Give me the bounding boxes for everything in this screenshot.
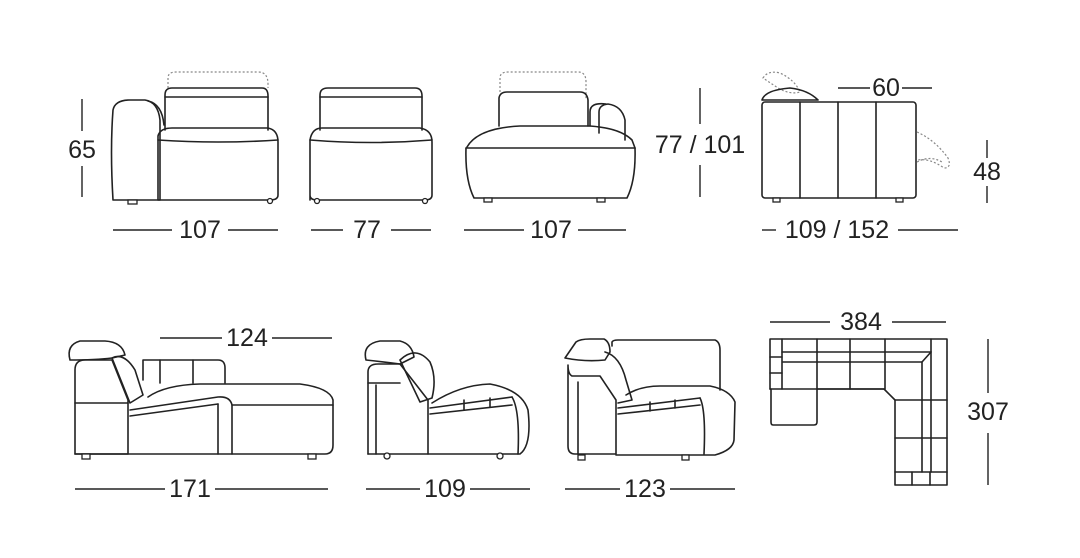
- dimension-label: 48: [973, 158, 1001, 186]
- dimension-footrest-48: 48: [973, 140, 1001, 203]
- dimension-label: 65: [68, 136, 96, 164]
- dimension-label: 109: [424, 475, 466, 503]
- layout-top-view: [769, 338, 948, 486]
- module-chaise-side: [68, 340, 334, 460]
- dimension-depth-109-152: 109 / 152: [762, 216, 958, 244]
- dimension-chaise-171: 171: [75, 475, 328, 503]
- dimension-layout-307: 307: [967, 339, 1009, 485]
- dimension-label: 171: [169, 475, 211, 503]
- module-right-arm-front: [465, 71, 636, 203]
- dimension-recliner-109: 109: [366, 475, 530, 503]
- module-corner-side: [564, 338, 736, 461]
- module-recliner-side: [761, 71, 950, 203]
- dimension-width-77: 77: [311, 216, 431, 244]
- dimension-label: 124: [226, 324, 268, 352]
- dimension-chaise-124: 124: [160, 324, 332, 352]
- dimension-label: 107: [530, 216, 572, 244]
- dimension-height-77-101: 77 / 101: [655, 88, 745, 197]
- module-recliner-side-2: [364, 340, 530, 460]
- dimension-layout-384: 384: [770, 308, 946, 336]
- dimension-label: 107: [179, 216, 221, 244]
- module-left-arm-front: [110, 71, 279, 205]
- dimension-label: 384: [840, 308, 882, 336]
- dimension-label: 60: [872, 74, 900, 102]
- dimension-label: 77 / 101: [655, 131, 745, 159]
- dimension-label: 109 / 152: [785, 216, 889, 244]
- dimension-corner-123: 123: [565, 475, 735, 503]
- dimension-label: 123: [624, 475, 666, 503]
- dimension-height-65: 65: [68, 99, 96, 197]
- dimension-width-107-right: 107: [464, 216, 626, 244]
- dimension-label: 307: [967, 398, 1009, 426]
- dimension-seat-depth-60: 60: [838, 74, 932, 102]
- dimension-width-107-left: 107: [113, 216, 278, 244]
- module-armless-front: [309, 87, 433, 205]
- dimension-label: 77: [353, 216, 381, 244]
